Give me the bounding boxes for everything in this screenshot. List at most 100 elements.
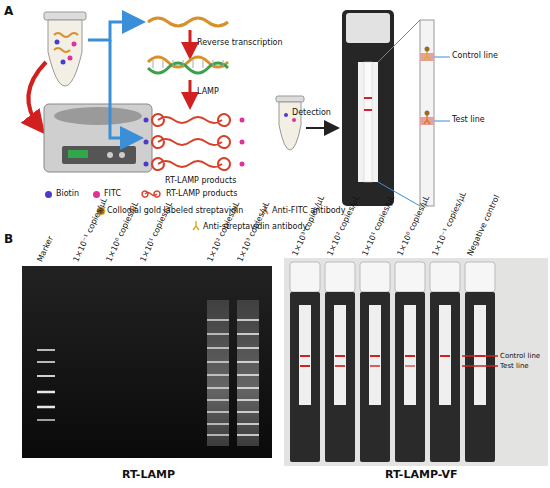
lamp-products-part: [240, 162, 245, 167]
lane-label: 1×10⁰ copies/μL: [395, 194, 431, 258]
photo-cassettes-part: [290, 292, 320, 462]
photo-cassettes-part: [465, 292, 495, 462]
detection-arrow: [306, 128, 336, 129]
agarose-gel-part: [22, 266, 272, 458]
sample-tube-part: [72, 42, 77, 47]
vf-photo: [284, 258, 548, 466]
double-helix: [148, 57, 228, 73]
legend-swatch: [93, 191, 100, 198]
double-helix-part: [153, 60, 223, 68]
blue-elbow-arrows-part: [110, 40, 138, 138]
red-curved-arrow: [28, 62, 46, 128]
lamp-products-part: [152, 136, 230, 148]
photo-cassettes-part: [405, 355, 415, 357]
agarose-gel-part-part: [37, 349, 55, 351]
test-strip-part: [424, 51, 430, 60]
vf-photo-part: [284, 258, 548, 466]
sample-tube-part: [61, 60, 66, 65]
lane-label: 1×10⁻¹ copies/μL: [71, 197, 109, 264]
photo-cassettes-part: [335, 365, 345, 367]
text-label: Test line: [500, 362, 529, 370]
sample-tube-part: [44, 12, 86, 20]
lamp-products-part: [144, 162, 149, 167]
red-curved-arrow-part: [28, 62, 46, 128]
zoom-lines-part: [378, 20, 420, 62]
agarose-gel-part-part: [37, 375, 55, 377]
photo-cassettes-part: [290, 262, 320, 292]
lamp-products: [144, 114, 245, 170]
legend-text: FITC: [104, 189, 121, 199]
lane-label: Negative control: [465, 194, 502, 258]
photo-cassettes-part: [299, 305, 311, 405]
blue-elbow-arrows-part: [88, 22, 140, 40]
photo-cassettes-part: [370, 355, 380, 357]
photo-cassettes-part: [360, 292, 390, 462]
water-bath-device-part: [119, 152, 125, 158]
agarose-gel-part: [207, 300, 229, 446]
text-label: RT-LAMP products: [165, 176, 236, 186]
photo-cassettes-part: [404, 305, 416, 405]
photo-cassettes-part: [405, 365, 415, 367]
photo-cassettes-part: [325, 262, 355, 292]
blue-elbow-arrows: [88, 22, 140, 138]
sample-tube-part: [68, 56, 73, 61]
photo-cassettes-part: [335, 355, 345, 357]
water-bath-device-part: [62, 146, 136, 164]
water-bath-device-part: [107, 152, 113, 158]
legend-text: Anti-streptavidin antibody: [203, 222, 307, 232]
agarose-gel-part: [237, 300, 259, 446]
agarose-gel-part: [37, 350, 55, 420]
photo-cassettes-part: [369, 305, 381, 405]
vf-cassette-part: [364, 109, 372, 111]
sample-tube: [44, 12, 86, 86]
rna-strand: [148, 18, 228, 26]
legend-icons-part: [142, 191, 160, 197]
agarose-gel-part-part: [237, 320, 259, 435]
photo-cassettes-part: [474, 305, 486, 405]
vf-cassette-part: [358, 62, 378, 182]
photo-cassettes-part: [430, 262, 460, 292]
panel-letter: B: [4, 232, 13, 246]
test-strip-part: [420, 20, 434, 206]
lamp-products-part: [152, 158, 230, 170]
water-bath-device-part: [54, 107, 142, 125]
agarose-gel-part-part: [37, 406, 55, 409]
red-step-arrows-part: [189, 80, 192, 104]
legend-swatch: [45, 191, 52, 198]
panel-caption: RT-LAMP: [122, 468, 175, 481]
text-label: Control line: [452, 51, 498, 61]
legend-text: RT-LAMP products: [166, 189, 237, 199]
agarose-gel-part-part: [37, 391, 55, 394]
vf-cassette-part: [342, 10, 394, 206]
photo-cassettes-part: [334, 305, 346, 405]
lane-label: Marker: [35, 235, 55, 264]
sample-tube-part: [55, 40, 60, 45]
legend-text: Biotin: [56, 189, 79, 199]
detection-arrow-part: [306, 127, 336, 129]
agarose-gel-part-part: [37, 361, 55, 363]
photo-cassettes: [290, 262, 495, 462]
zoom-lines-part: [434, 57, 450, 58]
vf-photo-part: [462, 365, 498, 367]
vf-cassette-part: [346, 13, 390, 43]
red-step-arrows-part: [189, 30, 192, 54]
lamp-products-part: [240, 118, 245, 123]
lamp-products-part: [144, 140, 149, 145]
test-strip-part: [425, 111, 430, 116]
test-strip: [420, 20, 434, 206]
photo-cassettes-part: [440, 355, 450, 357]
vf-photo-part: [462, 355, 498, 357]
text-label: Detection: [292, 108, 331, 118]
detection-tube-part: [292, 118, 296, 122]
text-label: LAMP: [197, 87, 219, 97]
photo-cassettes-part: [395, 292, 425, 462]
lamp-products-part: [152, 114, 230, 126]
vf-cassette-part: [364, 97, 372, 99]
legend-icons-part: [193, 221, 199, 230]
detection-tube-part: [276, 96, 304, 102]
agarose-gel: [22, 266, 272, 458]
vf-cassette-part: [364, 62, 372, 182]
text-label: Control line: [500, 352, 540, 360]
photo-cassettes-part: [300, 355, 310, 357]
